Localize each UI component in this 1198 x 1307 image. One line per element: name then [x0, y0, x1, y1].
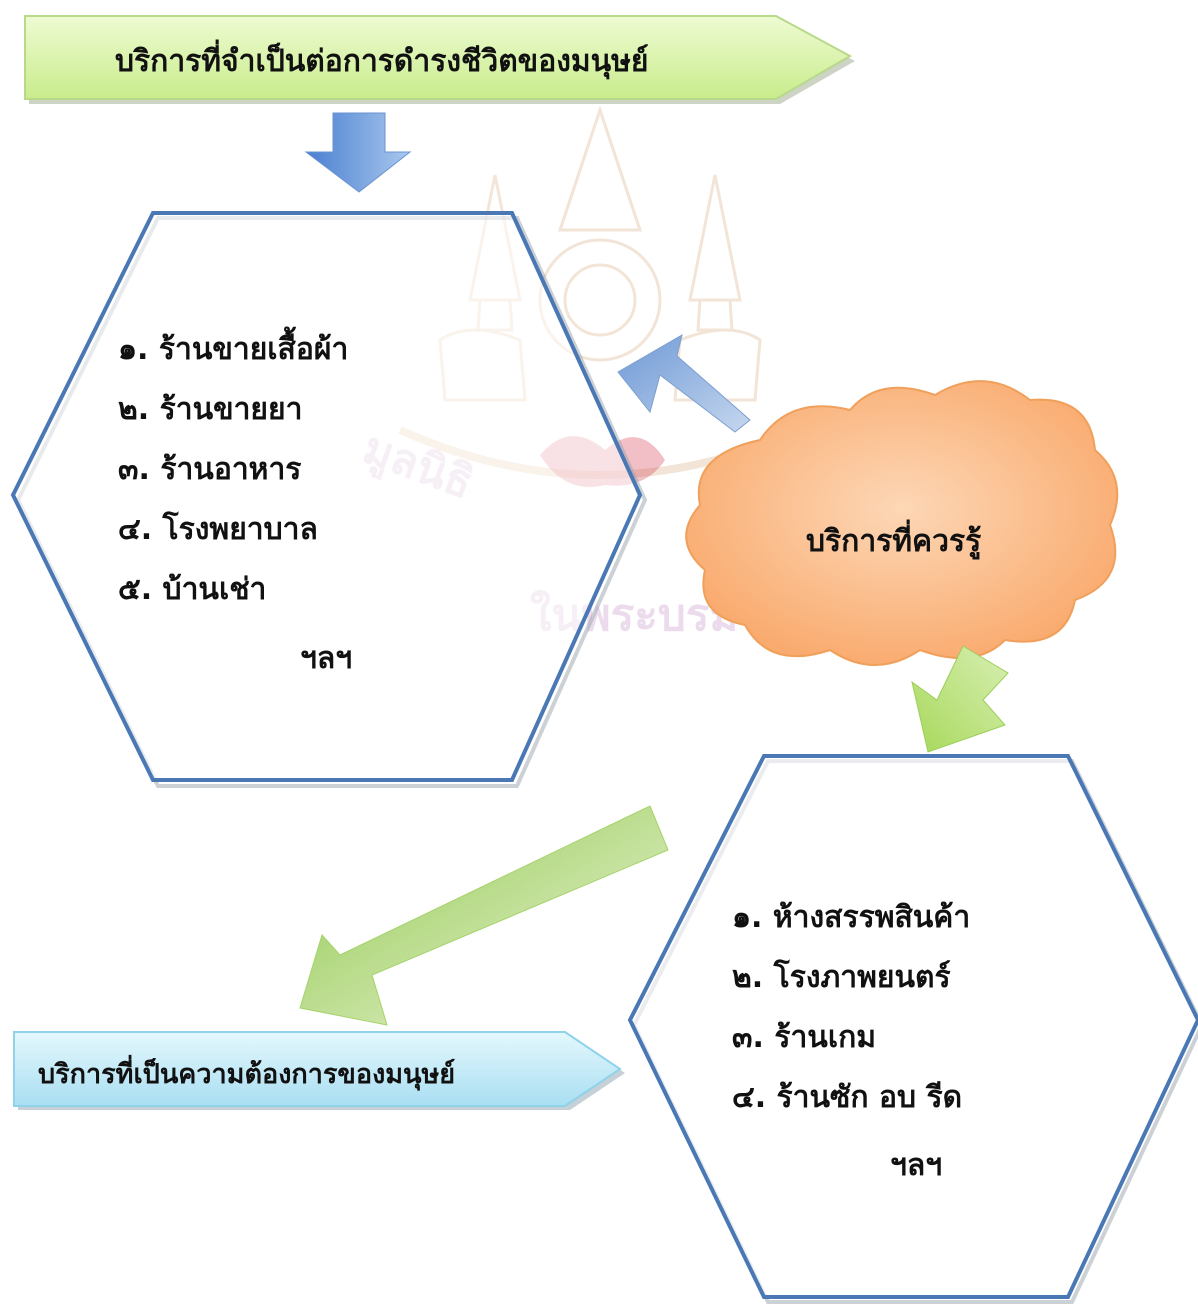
cloud-label: บริการที่ควรรู้ — [806, 524, 982, 559]
bottom-banner-label: บริการที่เป็นความต้องการของมนุษย์ — [38, 1059, 456, 1090]
left-hexagon-etc: ฯลฯ — [300, 641, 353, 676]
right-hexagon-etc: ฯลฯ — [890, 1148, 943, 1183]
list-item: ๒. ร้านขายยา — [118, 392, 303, 427]
cloud-shape — [685, 380, 1119, 666]
list-item: ๔. โรงพยาบาล — [118, 512, 318, 547]
left-hexagon-shape — [10, 211, 648, 788]
list-item: ๒. โรงภาพยนตร์ — [732, 960, 951, 995]
bottom-banner-shape — [13, 1031, 625, 1110]
list-item: ๕. บ้านเช่า — [118, 572, 267, 607]
top-banner-shape — [24, 15, 855, 104]
arrow-to-bottom-banner-icon — [299, 805, 669, 1026]
left-hexagon-list: ๑. ร้านขายเสื้อผ้า ๒. ร้านขายยา ๓. ร้านอ… — [118, 320, 348, 620]
right-hexagon-list: ๑. ห้างสรรพสินค้า ๒. โรงภาพยนตร์ ๓. ร้าน… — [732, 888, 970, 1128]
arrow-to-right-hexagon-icon — [911, 645, 1009, 753]
arrow-to-left-hexagon-icon — [617, 333, 751, 433]
list-item: ๓. ร้านอาหาร — [118, 452, 302, 487]
list-item: ๔. ร้านซัก อบ รีด — [732, 1080, 963, 1115]
down-arrow-icon — [304, 112, 412, 193]
list-item: ๑. ห้างสรรพสินค้า — [732, 900, 971, 935]
top-banner-label: บริการที่จำเป็นต่อการดำรงชีวิตของมนุษย์ — [115, 44, 649, 79]
list-item: ๓. ร้านเกม — [732, 1020, 877, 1055]
list-item: ๑. ร้านขายเสื้อผ้า — [118, 332, 349, 367]
right-hexagon-shape — [627, 754, 1198, 1304]
